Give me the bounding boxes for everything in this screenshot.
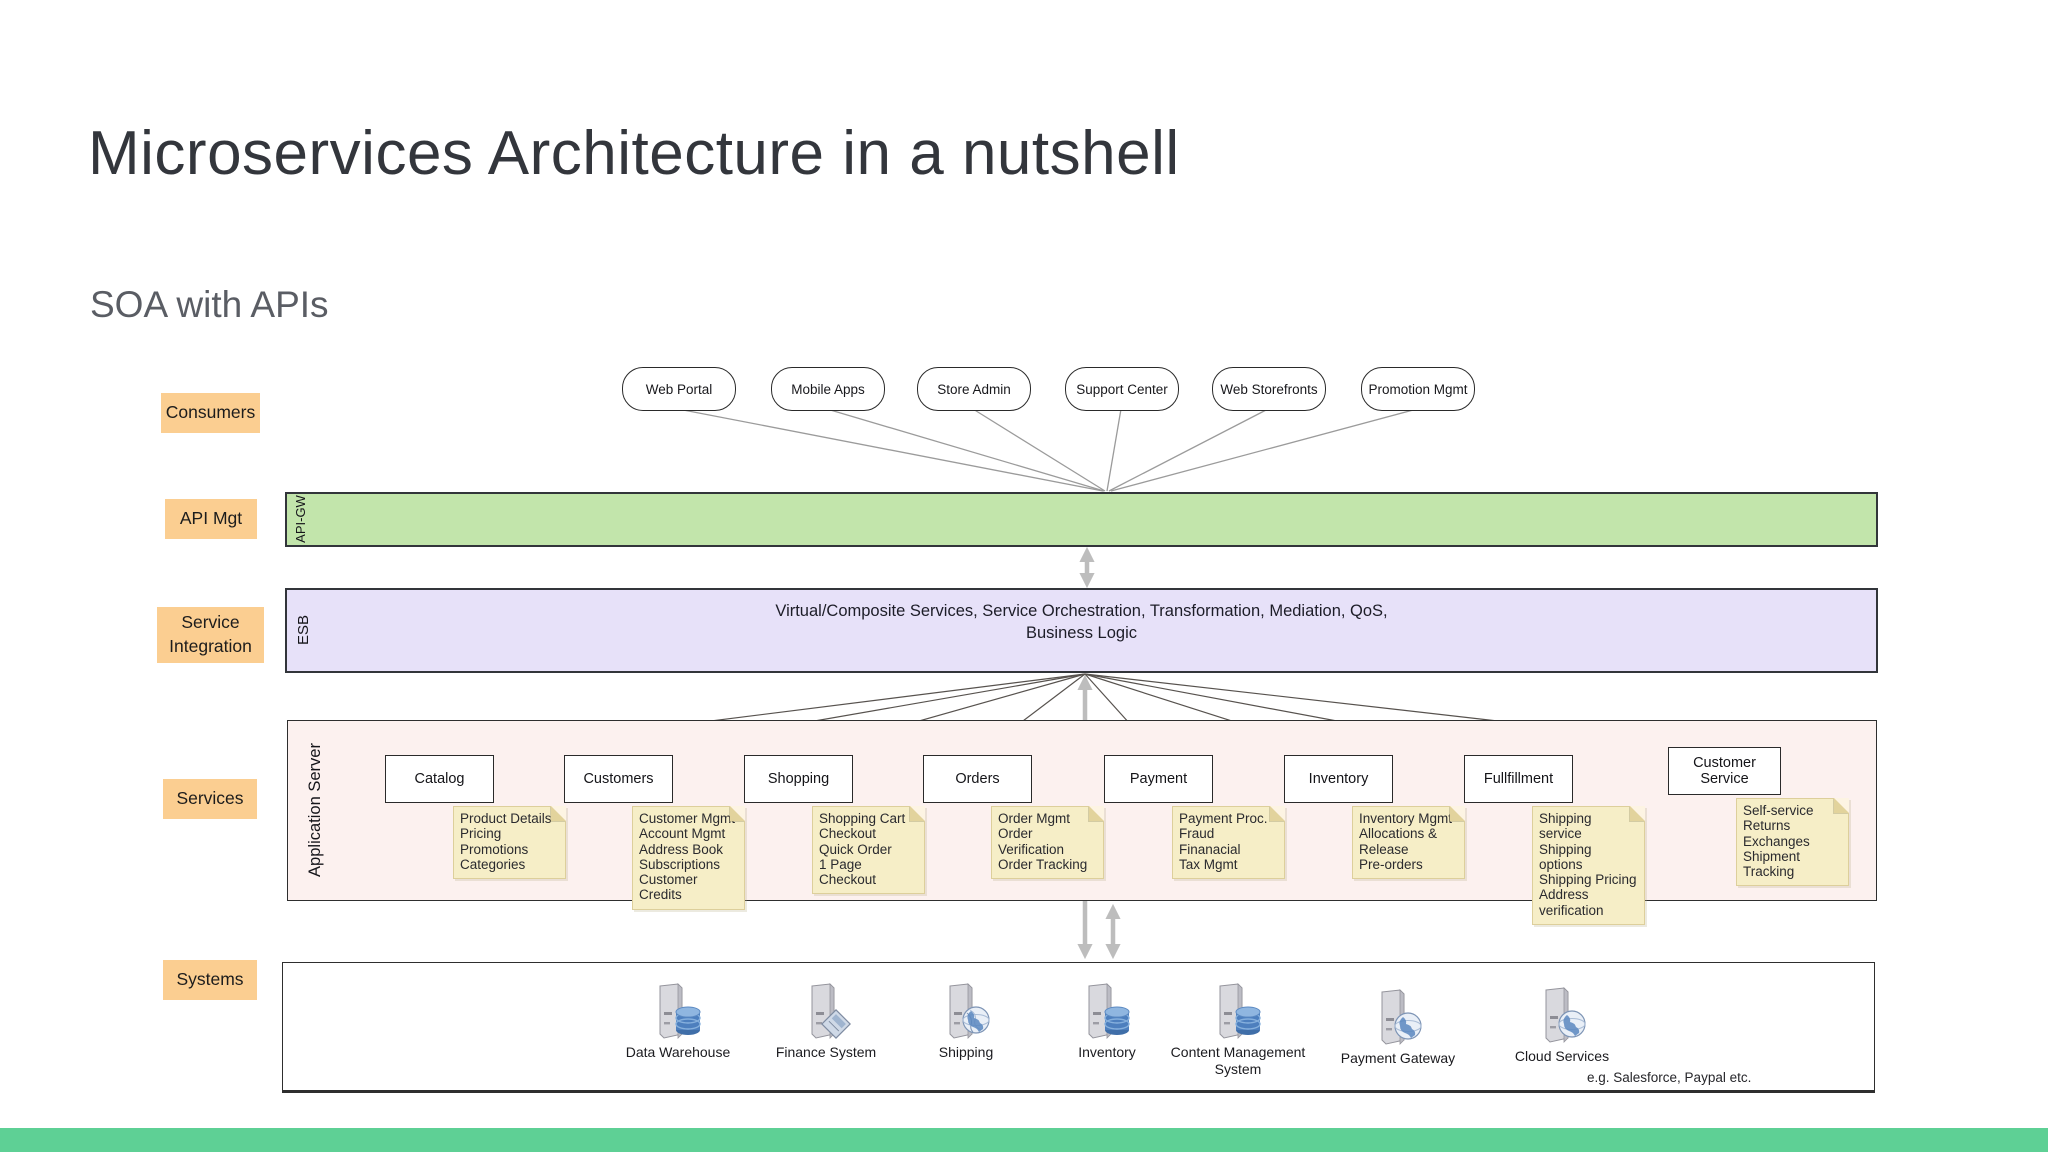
system-label: Payment Gateway	[1340, 1050, 1456, 1066]
note-text: Customer Mgmt Account Mgmt Address Book …	[639, 811, 736, 903]
layer-label-services: Services	[163, 779, 257, 819]
consumer-label: Web Portal	[645, 381, 713, 397]
service-customer-service: Customer Service	[1668, 747, 1781, 795]
note-text: Shipping service Shipping options Shippi…	[1539, 811, 1637, 918]
system-label: Shipping	[938, 1044, 994, 1060]
server-card-icon	[811, 983, 851, 1039]
service-orders: Orders	[923, 755, 1032, 803]
note-catalog: Product Details Pricing Promotions Categ…	[453, 806, 566, 879]
server-globe-icon	[1381, 989, 1422, 1045]
service-payment: Payment	[1104, 755, 1213, 803]
system-label: Cloud Services	[1514, 1048, 1610, 1064]
note-text: Inventory Mgmt Allocations & Release Pre…	[1359, 811, 1453, 872]
service-label: Catalog	[414, 771, 465, 787]
application-server-label: Application Server	[305, 743, 324, 877]
note-customer-service: Self-service Returns Exchanges Shipment …	[1736, 798, 1849, 887]
note-text: Product Details Pricing Promotions Categ…	[460, 811, 552, 872]
consumer-support-center: Support Center	[1065, 367, 1179, 411]
page-subtitle: SOA with APIs	[90, 284, 329, 325]
layer-label-systems: Systems	[163, 960, 257, 1000]
server-globe-icon	[1545, 987, 1586, 1043]
footer-accent-bar	[0, 1128, 2048, 1152]
service-customers: Customers	[564, 755, 673, 803]
consumer-store-admin: Store Admin	[917, 367, 1031, 411]
server-globe-icon	[949, 983, 990, 1039]
note-text: Payment Proc. Fraud Finanacial Tax Mgmt	[1179, 811, 1268, 872]
layer-label-service-integration: Service Integration	[157, 607, 264, 663]
note-fold-icon	[910, 806, 925, 821]
system-cloud-services: Cloud Services	[1472, 986, 1652, 1065]
systems-annotation: e.g. Salesforce, Paypal etc.	[1587, 1070, 1752, 1085]
consumer-mobile-apps: Mobile Apps	[771, 367, 885, 411]
system-payment-gateway: Payment Gateway	[1308, 988, 1488, 1067]
consumer-promotion-mgmt: Promotion Mgmt	[1361, 367, 1475, 411]
note-text: Self-service Returns Exchanges Shipment …	[1743, 803, 1814, 879]
layer-label-consumers: Consumers	[161, 393, 260, 433]
consumer-web-portal: Web Portal	[622, 367, 736, 411]
service-label: Customer Service	[1693, 755, 1756, 787]
api-gateway-bar	[285, 492, 1878, 547]
service-label: Fullfillment	[1483, 771, 1554, 787]
service-label: Customers	[583, 771, 654, 787]
systems-container	[282, 962, 1875, 1093]
service-fullfillment: Fullfillment	[1464, 755, 1573, 803]
consumer-label: Support Center	[1076, 381, 1168, 397]
service-label: Orders	[955, 771, 1000, 787]
system-shipping: Shipping	[876, 982, 1056, 1061]
esb-description: Virtual/Composite Services, Service Orch…	[775, 602, 1388, 643]
consumer-web-storefronts: Web Storefronts	[1212, 367, 1326, 411]
note-fold-icon	[1834, 798, 1849, 813]
consumer-label: Web Storefronts	[1220, 381, 1318, 397]
note-fold-icon	[1089, 806, 1104, 821]
service-label: Inventory	[1308, 771, 1369, 787]
system-inventory: Inventory	[1017, 982, 1197, 1061]
consumer-label: Store Admin	[937, 381, 1011, 397]
system-label: Content Management System	[1170, 1044, 1306, 1077]
page-title: Microservices Architecture in a nutshell	[88, 119, 1180, 188]
layer-label-api-mgt: API Mgt	[165, 499, 257, 539]
note-fold-icon	[551, 806, 566, 821]
note-shopping: Shopping Cart Checkout Quick Order 1 Pag…	[812, 806, 925, 895]
service-shopping: Shopping	[744, 755, 853, 803]
note-orders: Order Mgmt Order Verification Order Trac…	[991, 806, 1104, 879]
note-text: Order Mgmt Order Verification Order Trac…	[998, 811, 1088, 872]
note-inventory: Inventory Mgmt Allocations & Release Pre…	[1352, 806, 1465, 879]
system-finance-system: Finance System	[736, 982, 916, 1061]
note-fold-icon	[730, 806, 745, 821]
service-catalog: Catalog	[385, 755, 494, 803]
system-data-warehouse: Data Warehouse	[588, 982, 768, 1061]
system-label: Finance System	[775, 1044, 877, 1060]
consumer-label: Mobile Apps	[791, 381, 865, 397]
service-label: Shopping	[767, 771, 830, 787]
note-text: Shopping Cart Checkout Quick Order 1 Pag…	[819, 811, 906, 887]
esb-bar	[285, 588, 1878, 673]
note-fold-icon	[1630, 806, 1645, 821]
server-database-icon	[1219, 983, 1261, 1039]
service-inventory: Inventory	[1284, 755, 1393, 803]
system-label: Data Warehouse	[625, 1044, 731, 1060]
server-database-icon	[1088, 983, 1130, 1039]
system-content-management: Content Management System	[1148, 982, 1328, 1078]
api-gateway-label: API-GW	[292, 495, 308, 543]
consumer-label: Promotion Mgmt	[1368, 381, 1468, 397]
note-payment: Payment Proc. Fraud Finanacial Tax Mgmt	[1172, 806, 1285, 879]
note-fold-icon	[1450, 806, 1465, 821]
system-label: Inventory	[1078, 1044, 1136, 1060]
note-fold-icon	[1270, 806, 1285, 821]
service-label: Payment	[1129, 771, 1188, 787]
server-database-icon	[659, 983, 701, 1039]
note-customers: Customer Mgmt Account Mgmt Address Book …	[632, 806, 745, 910]
note-fullfillment: Shipping service Shipping options Shippi…	[1532, 806, 1645, 925]
